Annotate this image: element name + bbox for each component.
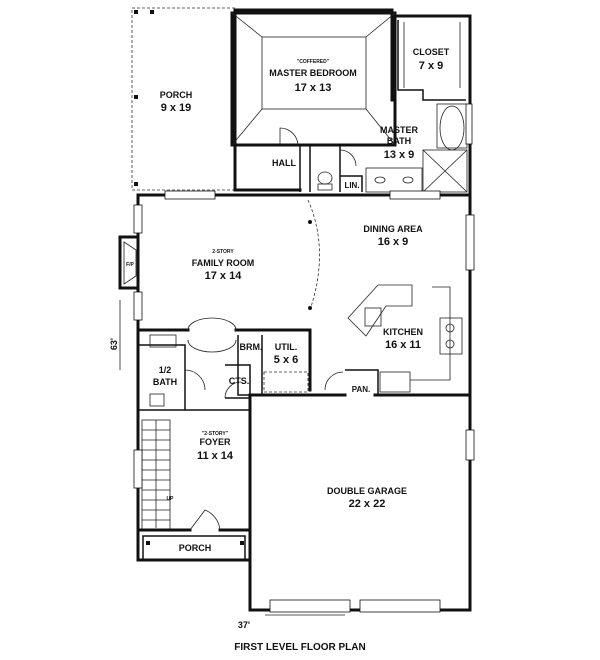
main-walls: [118, 193, 472, 613]
stairs: [141, 419, 171, 531]
master-bath-size: 13 x 9: [384, 149, 415, 161]
lin-name: LIN.: [344, 181, 359, 190]
pan-name: PAN.: [352, 385, 371, 394]
family-size: 17 x 14: [205, 270, 243, 282]
kitchen-size: 16 x 11: [385, 339, 421, 351]
cts-name: CTS.: [229, 376, 250, 386]
garage-name: DOUBLE GARAGE: [327, 486, 407, 496]
fireplace-name: F/P: [126, 262, 134, 268]
porch-front-name: PORCH: [179, 543, 212, 553]
closet-name: CLOSET: [413, 47, 450, 57]
depth-dimension: 63': [109, 338, 119, 350]
plan-title: FIRST LEVEL FLOOR PLAN: [234, 642, 365, 653]
brm-name: BRM.: [240, 342, 263, 352]
closet-size: 7 x 9: [419, 60, 443, 72]
hall-name: HALL: [272, 158, 296, 168]
porch-top-size: 9 x 19: [161, 102, 192, 114]
family-name: FAMILY ROOM: [192, 258, 255, 268]
room-labels: PORCH 9 x 19 "COFFERED" MASTER BEDROOM 1…: [109, 47, 450, 653]
porch-top-name: PORCH: [160, 90, 193, 100]
porch-top-outline: [131, 7, 236, 191]
master-bath-name-1: MASTER: [380, 125, 419, 135]
windows: [133, 190, 475, 489]
width-dimension: 37': [238, 620, 250, 630]
up-label: UP: [167, 496, 175, 502]
foyer-note: "2-STORY": [202, 431, 229, 437]
kitchen-name: KITCHEN: [383, 327, 423, 337]
master-bedroom-name: MASTER BEDROOM: [269, 68, 357, 78]
util-name: UTIL.: [275, 342, 298, 352]
half-bath-name-1: 1/2: [159, 365, 172, 375]
master-suite-walls: [230, 8, 473, 197]
foyer-name: FOYER: [199, 437, 231, 447]
master-bedroom-size: 17 x 13: [295, 82, 332, 94]
master-bath-name-2: BATH: [387, 136, 411, 146]
half-bath-name-2: BATH: [153, 377, 177, 387]
garage-size: 22 x 22: [349, 498, 386, 510]
family-note: 2-STORY: [212, 249, 234, 255]
dining-size: 16 x 9: [378, 236, 409, 248]
master-bedroom-note: "COFFERED": [297, 59, 330, 65]
util-size: 5 x 6: [274, 354, 298, 366]
dining-name: DINING AREA: [363, 224, 423, 234]
foyer-size: 11 x 14: [197, 450, 234, 462]
